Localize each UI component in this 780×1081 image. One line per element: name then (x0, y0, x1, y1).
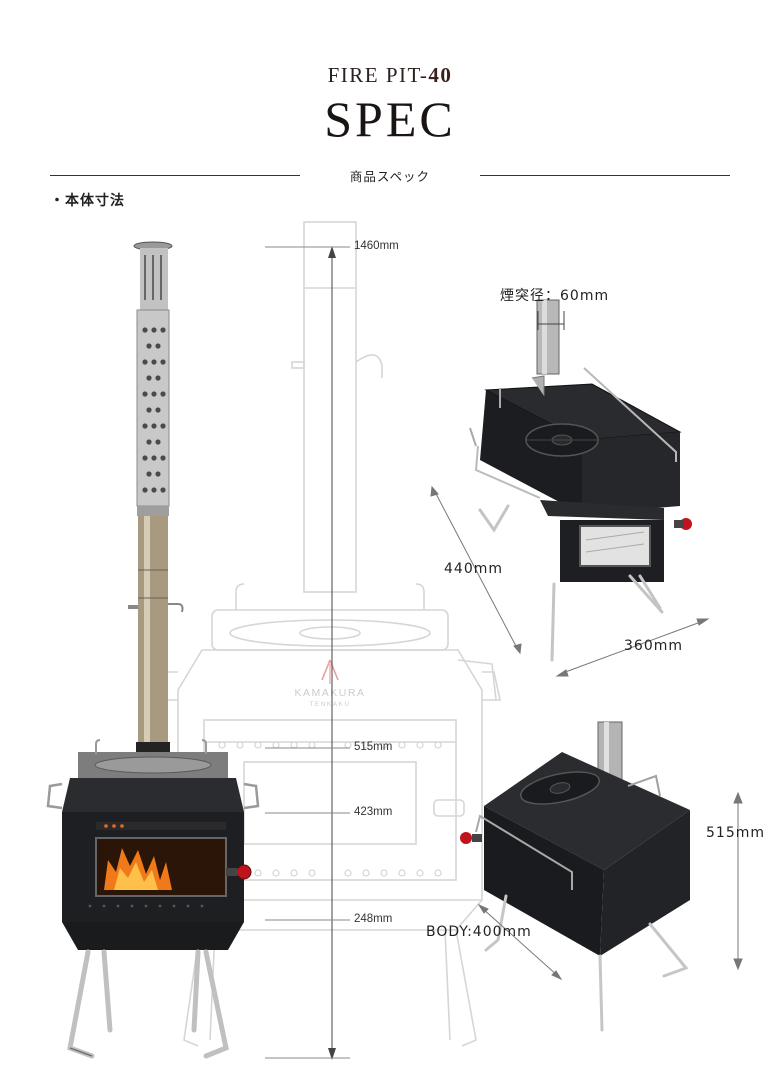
model-title: FIRE PIT-40 (0, 63, 780, 88)
model-prefix: FIRE PIT- (327, 63, 429, 87)
front-stove (46, 241, 260, 1059)
dim-depth: 440mm (444, 561, 503, 577)
dim-side-height: 515mm (706, 825, 765, 841)
section-label: ・本体寸法 (50, 193, 125, 209)
dim-body-mid: 423mm (354, 806, 393, 818)
dim-chimney-diameter: 煙突径：60mm (500, 288, 610, 304)
dimension-lines (265, 246, 350, 1060)
top-view-dim-lines (430, 485, 710, 677)
dim-total-height: 1460mm (354, 240, 399, 252)
brand-name: KAMAKURA (295, 687, 366, 699)
subtitle-row: 商品スペック (50, 166, 730, 186)
outline-drawing (159, 221, 501, 1047)
dim-body-top: 515mm (354, 741, 393, 753)
kamakura-logo: KAMAKURA TENKAKU (295, 659, 366, 708)
page-title: SPEC (324, 91, 456, 147)
dim-width: 360mm (624, 638, 683, 654)
dim-body-depth: BODY:400mm (426, 924, 532, 940)
side-view-dim-lines (477, 791, 743, 981)
dim-leg-height: 248mm (354, 913, 393, 925)
side-view-stove (460, 721, 690, 1032)
model-number: 40 (428, 63, 453, 87)
brand-sub: TENKAKU (309, 701, 350, 708)
page-subtitle: 商品スペック (349, 169, 431, 184)
divider-left (50, 175, 300, 176)
divider-right (480, 175, 730, 176)
top-view-stove (469, 299, 692, 662)
